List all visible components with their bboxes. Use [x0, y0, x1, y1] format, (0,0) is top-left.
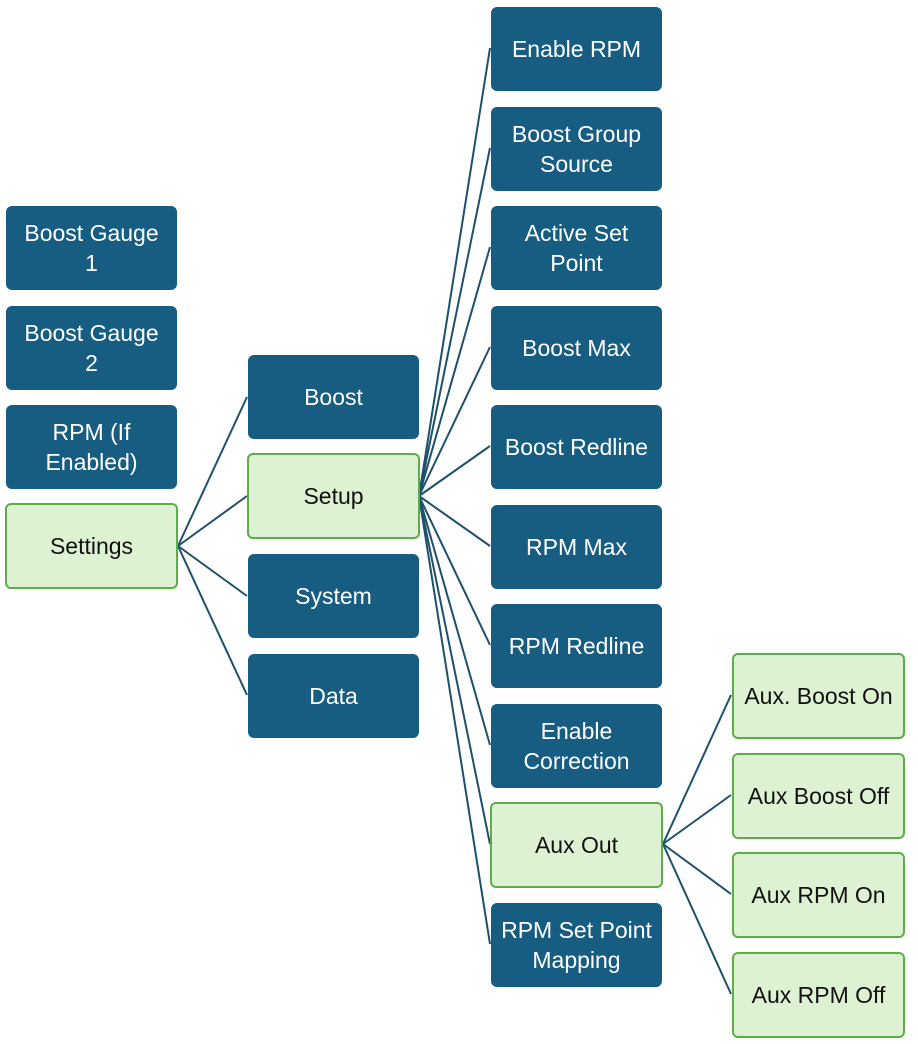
connector-settings-setup: [177, 495, 248, 547]
connector-setup-active-set-point: [418, 246, 491, 497]
node-boost-gauge-2: Boost Gauge 2: [6, 306, 177, 390]
node-enable-correction: Enable Correction: [491, 704, 662, 788]
node-aux-rpm-off: Aux RPM Off: [732, 952, 905, 1038]
connector-aux-boost-on: [662, 694, 732, 845]
node-data: Data: [248, 654, 419, 738]
connector-setup-aux-out: [418, 495, 491, 845]
connector-setup-rpm-max: [418, 495, 491, 547]
connector-setup-enable-correction: [418, 495, 491, 746]
connector-setup-boost-redline: [418, 445, 491, 497]
node-rpm-if-enabled: RPM (If Enabled): [6, 405, 177, 489]
connector-setup-enable-rpm: [418, 47, 491, 497]
node-setup: Setup: [247, 453, 420, 539]
node-system: System: [248, 554, 419, 638]
connector-aux-rpm-off: [662, 843, 732, 995]
node-rpm-max: RPM Max: [491, 505, 662, 589]
node-settings: Settings: [5, 503, 178, 589]
connector-setup-rpm-set-point-mapping: [418, 495, 491, 945]
connector-setup-rpm-redline: [418, 495, 491, 646]
node-aux-boost-on: Aux. Boost On: [732, 653, 905, 739]
node-active-set-point: Active Set Point: [491, 206, 662, 290]
connector-aux-boost-off: [662, 794, 732, 845]
connector-settings-system: [177, 545, 248, 597]
node-boost: Boost: [248, 355, 419, 439]
node-boost-redline: Boost Redline: [491, 405, 662, 489]
connector-settings-boost: [177, 396, 248, 547]
node-aux-rpm-on: Aux RPM On: [732, 852, 905, 938]
node-boost-gauge-1: Boost Gauge 1: [6, 206, 177, 290]
node-rpm-set-point-mapping: RPM Set Point Mapping: [491, 903, 662, 987]
node-boost-max: Boost Max: [491, 306, 662, 390]
node-aux-boost-off: Aux Boost Off: [732, 753, 905, 839]
node-aux-out: Aux Out: [490, 802, 663, 888]
node-boost-group-source: Boost Group Source: [491, 107, 662, 191]
connector-setup-boost-max: [418, 346, 491, 497]
connector-setup-boost-group-source: [418, 147, 491, 497]
connector-aux-rpm-on: [662, 843, 732, 895]
connector-settings-data: [177, 545, 248, 696]
node-enable-rpm: Enable RPM: [491, 7, 662, 91]
node-rpm-redline: RPM Redline: [491, 604, 662, 688]
